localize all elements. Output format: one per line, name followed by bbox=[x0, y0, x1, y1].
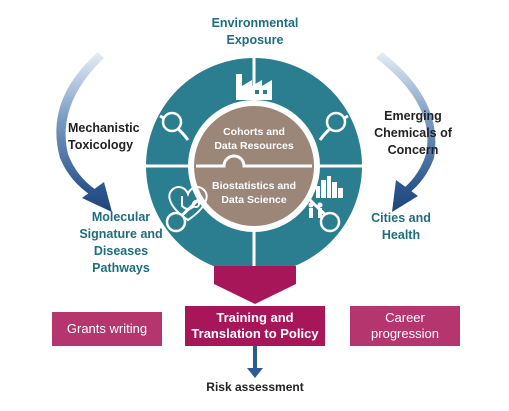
training-policy-box: Training and Translation to Policy bbox=[185, 306, 325, 346]
factory-icon bbox=[236, 74, 272, 100]
emerging-chemicals-label: Emerging Chemicals of Concern bbox=[374, 109, 452, 157]
cities-health-label: Cities and Health bbox=[371, 211, 431, 242]
skyline-icon bbox=[316, 176, 343, 198]
heart-stethoscope-icon bbox=[168, 186, 208, 222]
career-progression-label: Career progression bbox=[371, 310, 439, 341]
people-icon bbox=[308, 202, 323, 218]
cohorts-label-line1: Cohorts and bbox=[223, 126, 285, 138]
cohorts-label-line2: Data Resources bbox=[214, 140, 294, 152]
mechanistic-toxicology-label: Mechanistic Toxicology bbox=[68, 121, 140, 152]
inner-circle: Cohorts and Data Resources Biostatistics… bbox=[188, 100, 320, 232]
grants-writing-label: Grants writing bbox=[66, 321, 148, 336]
down-arrow bbox=[214, 266, 296, 304]
biostatistics-label-line1: Biostatistics and bbox=[212, 180, 296, 192]
training-policy-label: Training and Translation to Policy bbox=[191, 310, 319, 341]
environmental-exposure-label: Environmental Exposure bbox=[211, 16, 299, 47]
biostatistics-label-line2: Data Science bbox=[221, 194, 287, 206]
risk-assessment-label: Risk assessment bbox=[206, 380, 304, 394]
right-curved-arrow bbox=[376, 52, 436, 212]
grants-writing-box: Grants writing bbox=[52, 312, 162, 346]
molecular-signature-label: Molecular Signature and Diseases Pathway… bbox=[79, 210, 163, 275]
risk-arrow bbox=[247, 346, 263, 378]
left-curved-arrow bbox=[56, 52, 112, 212]
career-progression-box: Career progression bbox=[350, 306, 460, 346]
